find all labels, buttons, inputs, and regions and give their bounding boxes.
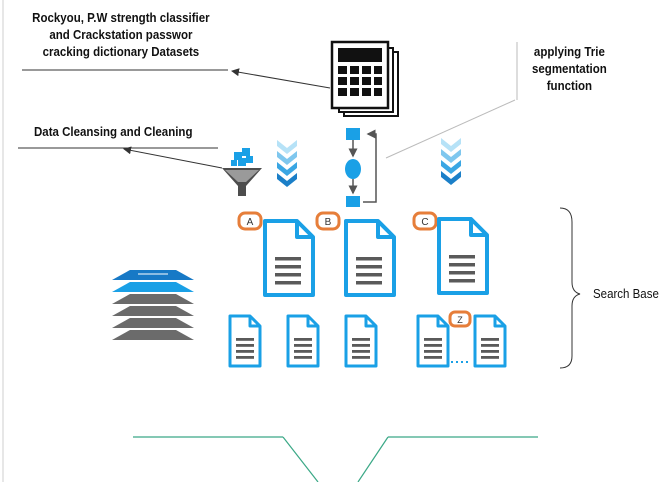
tag-z-label: Z <box>457 315 463 325</box>
tag-z: Z <box>448 310 472 328</box>
tag-c: C <box>412 211 438 231</box>
trie-label: applying Trie segmentation function <box>528 44 611 95</box>
cleansing-arrow <box>18 146 223 169</box>
layers-stack-icon <box>112 270 194 340</box>
search-base-label: Search Base <box>593 287 659 301</box>
trie-callout <box>385 42 518 159</box>
funnel-icon <box>222 148 262 196</box>
datasets-label-line-1: Rockyou, P.W strength classifier <box>32 11 210 25</box>
document-icon <box>416 314 450 368</box>
trie-label-line-1: applying Trie <box>533 45 605 59</box>
search-base-brace <box>559 207 581 369</box>
document-icon <box>344 219 396 297</box>
document-icon <box>263 219 315 297</box>
document-icon <box>437 217 489 295</box>
tag-c-label: C <box>421 217 428 228</box>
tag-b-label: B <box>325 217 332 228</box>
document-icon <box>473 314 507 368</box>
datasets-label: Rockyou, P.W strength classifier and Cra… <box>22 10 220 61</box>
tag-a: A <box>237 211 263 231</box>
bottom-connector <box>133 436 538 482</box>
trie-label-line-3: function <box>546 79 593 93</box>
calculator-stack-icon <box>330 40 399 117</box>
document-icon <box>344 314 378 368</box>
flowchart-icon <box>345 128 377 207</box>
trie-label-line-2: segmentation <box>532 62 607 76</box>
cleansing-label: Data Cleansing and Cleaning <box>34 125 193 139</box>
datasets-label-line-2: and Crackstation passwor <box>49 28 193 42</box>
document-icon <box>228 314 262 368</box>
chevron-down-stack-icon <box>441 138 461 185</box>
chevron-down-stack-icon <box>277 140 297 187</box>
tag-b: B <box>315 211 341 231</box>
datasets-arrow <box>22 68 331 89</box>
document-icon <box>286 314 320 368</box>
tag-a-label: A <box>247 217 254 228</box>
datasets-label-line-3: cracking dictionary Datasets <box>42 45 200 59</box>
